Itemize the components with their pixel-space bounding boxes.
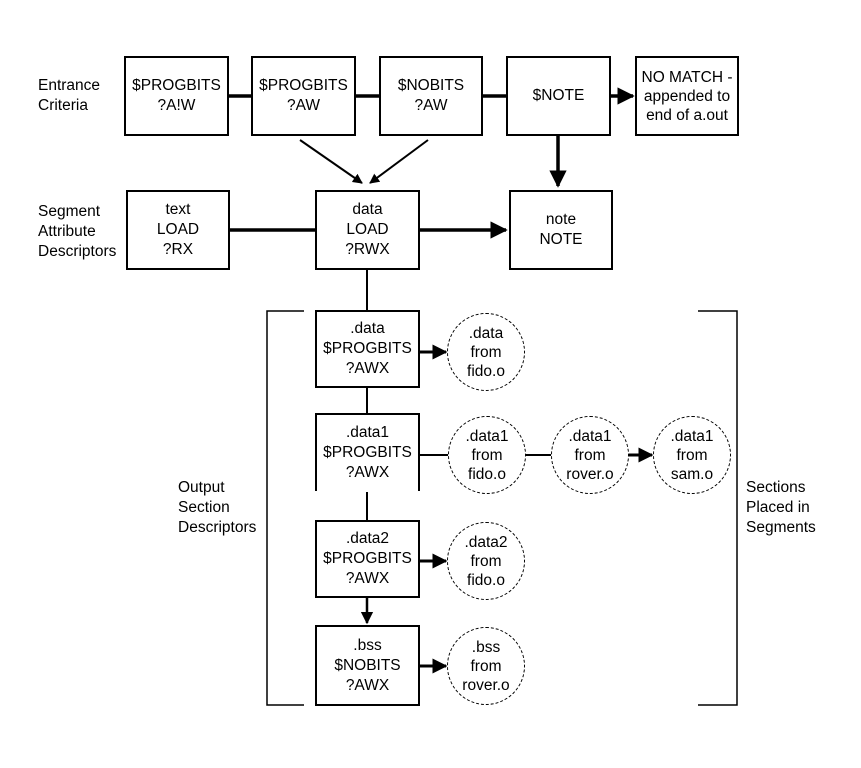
box-line: ?AW xyxy=(286,97,320,114)
bracket-right xyxy=(698,310,738,706)
circle-line: .bss xyxy=(471,638,501,656)
placed-section-bss-rover: .bss from rover.o xyxy=(447,627,525,705)
box-line: ?AWX xyxy=(345,676,390,694)
box-line: ?AWX xyxy=(345,570,390,587)
circle-line: from xyxy=(470,343,502,361)
label-entrance-criteria: Entrance Criteria xyxy=(38,76,100,116)
box-line: end of a.out xyxy=(646,106,728,124)
criteria-box-note: $NOTE xyxy=(506,56,611,136)
box-line: text xyxy=(165,201,191,218)
box-line: appended to xyxy=(643,87,731,105)
circle-line: .data2 xyxy=(464,533,508,551)
box-line: ?RWX xyxy=(345,241,390,258)
segment-box-note: note NOTE xyxy=(509,190,613,270)
label-line: Placed in xyxy=(746,499,810,516)
circle-line: .data1 xyxy=(670,427,714,445)
circle-line: rover.o xyxy=(462,676,510,694)
placed-section-data1-rover: .data1 from rover.o xyxy=(551,416,629,494)
bracket-left xyxy=(266,310,304,706)
section-box-data1: .data1 $PROGBITS ?AWX xyxy=(315,413,420,491)
label-line: Descriptors xyxy=(178,519,257,536)
criteria-box-progbits-aiw: $PROGBITS ?A!W xyxy=(124,56,229,136)
label-line: Sections xyxy=(746,479,806,496)
segment-box-text: text LOAD ?RX xyxy=(126,190,230,270)
box-line: ?AWX xyxy=(345,360,390,377)
label-line: Section xyxy=(178,499,230,516)
box-line: $PROGBITS xyxy=(323,340,412,357)
box-line: .data2 xyxy=(345,530,390,547)
circle-line: from xyxy=(470,657,502,675)
section-box-data: .data $PROGBITS ?AWX xyxy=(315,310,420,388)
circle-line: rover.o xyxy=(566,465,614,483)
label-line: Descriptors xyxy=(38,243,117,260)
box-line: .data xyxy=(350,320,385,337)
placed-section-data1-fido: .data1 from fido.o xyxy=(448,416,526,494)
label-line: Segment xyxy=(38,203,101,220)
circle-line: from xyxy=(471,446,503,464)
box-line: NO MATCH - xyxy=(641,68,733,86)
criteria-box-no-match: NO MATCH - appended to end of a.out xyxy=(635,56,739,136)
circle-line: .data xyxy=(468,324,504,342)
circle-line: fido.o xyxy=(467,362,505,380)
box-line: note xyxy=(545,211,577,228)
circle-line: from xyxy=(470,552,502,570)
circle-line: from xyxy=(676,446,708,464)
box-line: $NOTE xyxy=(532,87,585,104)
label-sections-placed-in-segments: Sections Placed in Segments xyxy=(746,478,816,538)
box-line: $NOBITS xyxy=(334,656,401,674)
box-line: ?A!W xyxy=(157,97,196,114)
section-box-data2: .data2 $PROGBITS ?AWX xyxy=(315,520,420,598)
placed-section-data1-sam: .data1 from sam.o xyxy=(653,416,731,494)
label-output-section-descriptors: Output Section Descriptors xyxy=(178,478,256,538)
box-line: $PROGBITS xyxy=(259,77,348,94)
circle-line: .data1 xyxy=(568,427,612,445)
box-line: $PROGBITS xyxy=(132,77,221,94)
box-line: $NOBITS xyxy=(397,77,465,94)
section-box-bss: .bss $NOBITS ?AWX xyxy=(315,625,420,706)
box-line: $PROGBITS xyxy=(323,444,412,461)
box-line: .data1 xyxy=(345,424,390,441)
circle-line: .data1 xyxy=(465,427,509,445)
criteria-box-progbits-aw: $PROGBITS ?AW xyxy=(251,56,356,136)
circle-line: fido.o xyxy=(467,571,505,589)
label-line: Attribute xyxy=(38,223,96,240)
arrow-nobits-to-data xyxy=(369,139,429,184)
box-line: data xyxy=(352,201,383,218)
placed-section-data-fido: .data from fido.o xyxy=(447,313,525,391)
label-line: Output xyxy=(178,479,225,496)
box-line: LOAD xyxy=(156,221,200,238)
box-line: $PROGBITS xyxy=(323,550,412,567)
box-line: LOAD xyxy=(346,221,389,238)
box-line: ?AW xyxy=(414,97,448,114)
circle-line: from xyxy=(574,446,606,464)
circle-line: sam.o xyxy=(670,465,714,483)
label-line: Criteria xyxy=(38,97,88,114)
placed-section-data2-fido: .data2 from fido.o xyxy=(447,522,525,600)
label-segment-attribute-descriptors: Segment Attribute Descriptors xyxy=(38,202,116,262)
arrow-progbits-to-data xyxy=(299,139,363,184)
circle-line: fido.o xyxy=(468,465,506,483)
label-line: Entrance xyxy=(38,77,101,94)
segment-box-data: data LOAD ?RWX xyxy=(315,190,420,270)
box-line: .bss xyxy=(353,636,382,654)
label-line: Segments xyxy=(746,519,816,536)
criteria-box-nobits-aw: $NOBITS ?AW xyxy=(379,56,483,136)
box-line: ?AWX xyxy=(345,464,390,481)
box-line: NOTE xyxy=(539,231,583,248)
box-line: ?RX xyxy=(162,241,194,258)
